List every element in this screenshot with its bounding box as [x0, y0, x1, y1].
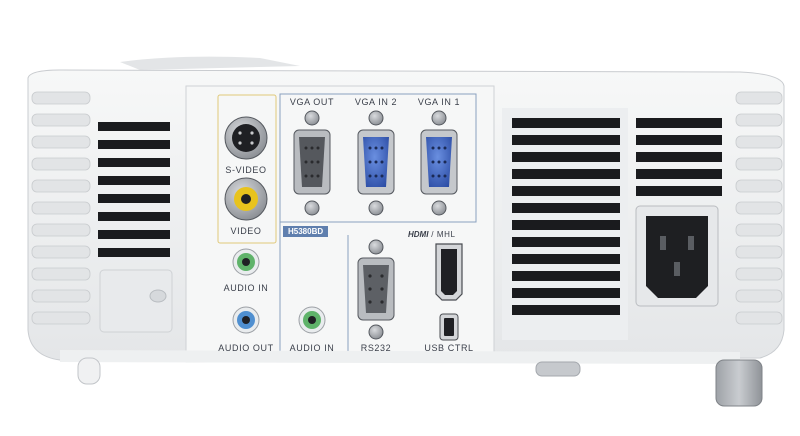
- power-inlet: [635, 205, 719, 307]
- vga-in-2-label: VGA IN 2: [354, 97, 398, 107]
- security-slot: [149, 289, 167, 303]
- model-badge: H5380BD: [283, 226, 329, 237]
- svideo-label: S-VIDEO: [225, 165, 267, 175]
- right-foot: [715, 359, 763, 407]
- usb-port: [439, 313, 459, 341]
- left-foot: [77, 357, 101, 385]
- svideo-group-frame: [217, 94, 277, 244]
- left-vent: [98, 122, 170, 257]
- right-vent-lower: [512, 118, 620, 315]
- right-grille: [735, 91, 783, 325]
- right-vent-upper: [636, 118, 722, 196]
- hdmi-mhl-label: HDMI / MHL: [408, 230, 456, 239]
- vga-out-label: VGA OUT: [289, 97, 335, 107]
- rs232-port: [357, 239, 395, 340]
- center-foot: [535, 361, 581, 377]
- hdmi-logo-text: HDMI: [408, 230, 429, 239]
- vga-group-frame: [279, 93, 477, 223]
- vga-in-1-label: VGA IN 1: [417, 97, 461, 107]
- vga-in-2-port: [357, 110, 395, 216]
- vga-in-1-port: [420, 110, 458, 216]
- svideo-port: [232, 124, 260, 152]
- top-lid: [120, 56, 300, 70]
- mhl-text: / MHL: [428, 230, 456, 239]
- audio-in-left-label: AUDIO IN: [223, 283, 269, 293]
- video-label: VIDEO: [230, 226, 262, 236]
- audio-in-right-label: AUDIO IN: [289, 343, 335, 353]
- usb-ctrl-label: USB CTRL: [424, 343, 474, 353]
- left-grille: [31, 91, 91, 325]
- hdmi-port: [435, 243, 463, 301]
- rs232-label: RS232: [360, 343, 392, 353]
- security-slot-recess: [99, 269, 173, 333]
- base: [60, 350, 740, 364]
- vga-out-port: [293, 110, 331, 216]
- audio-out-label: AUDIO OUT: [218, 343, 274, 353]
